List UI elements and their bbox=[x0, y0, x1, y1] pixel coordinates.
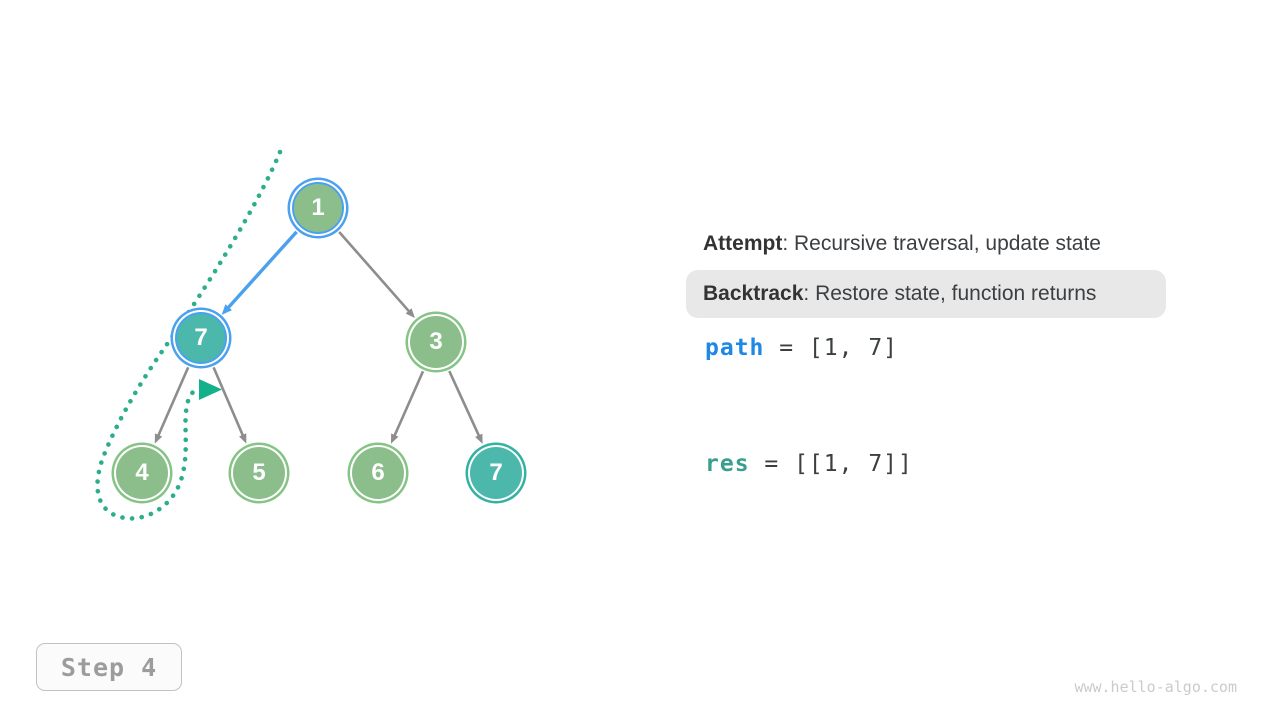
backtrack-label: Backtrack bbox=[703, 282, 804, 305]
tree-node-4: 4 bbox=[116, 447, 168, 499]
tree-node-6: 6 bbox=[352, 447, 404, 499]
edge-1-7-active bbox=[221, 230, 298, 315]
edge-1-3 bbox=[338, 231, 415, 318]
path-keyword: path bbox=[705, 335, 765, 361]
watermark: www.hello-algo.com bbox=[1074, 678, 1237, 696]
backtrack-text: : Restore state, function returns bbox=[803, 282, 1097, 305]
tree-node-7-left: 7 bbox=[175, 312, 227, 364]
backtrack-trace-path bbox=[95, 149, 283, 521]
tree-node-5: 5 bbox=[233, 447, 285, 499]
tree-node-3: 3 bbox=[410, 316, 462, 368]
tree-node-1: 1 bbox=[292, 182, 344, 234]
path-value: = [1, 7] bbox=[764, 335, 899, 361]
backtrack-highlight: Backtrack: Restore state, function retur… bbox=[686, 270, 1166, 318]
edge-7-4 bbox=[154, 366, 190, 444]
path-variable-line: path = [1, 7] bbox=[705, 335, 898, 361]
res-value: = [[1, 7]] bbox=[749, 451, 913, 477]
attempt-legend: Attempt: Recursive traversal, update sta… bbox=[686, 231, 1186, 257]
backtrack-arrow-icon bbox=[199, 379, 222, 400]
res-keyword: res bbox=[705, 451, 750, 477]
backtrack-legend: Backtrack: Restore state, function retur… bbox=[686, 281, 1096, 307]
explanation-panel: Attempt: Recursive traversal, update sta… bbox=[686, 231, 1186, 318]
edge-3-7 bbox=[448, 370, 483, 444]
res-variable-line: res = [[1, 7]] bbox=[705, 451, 913, 477]
step-badge: Step 4 bbox=[36, 643, 182, 691]
edge-7-5 bbox=[212, 366, 247, 444]
attempt-label: Attempt bbox=[703, 232, 783, 255]
edge-3-6 bbox=[390, 370, 425, 444]
tree-node-7-right: 7 bbox=[470, 447, 522, 499]
attempt-text: : Recursive traversal, update state bbox=[782, 232, 1101, 255]
